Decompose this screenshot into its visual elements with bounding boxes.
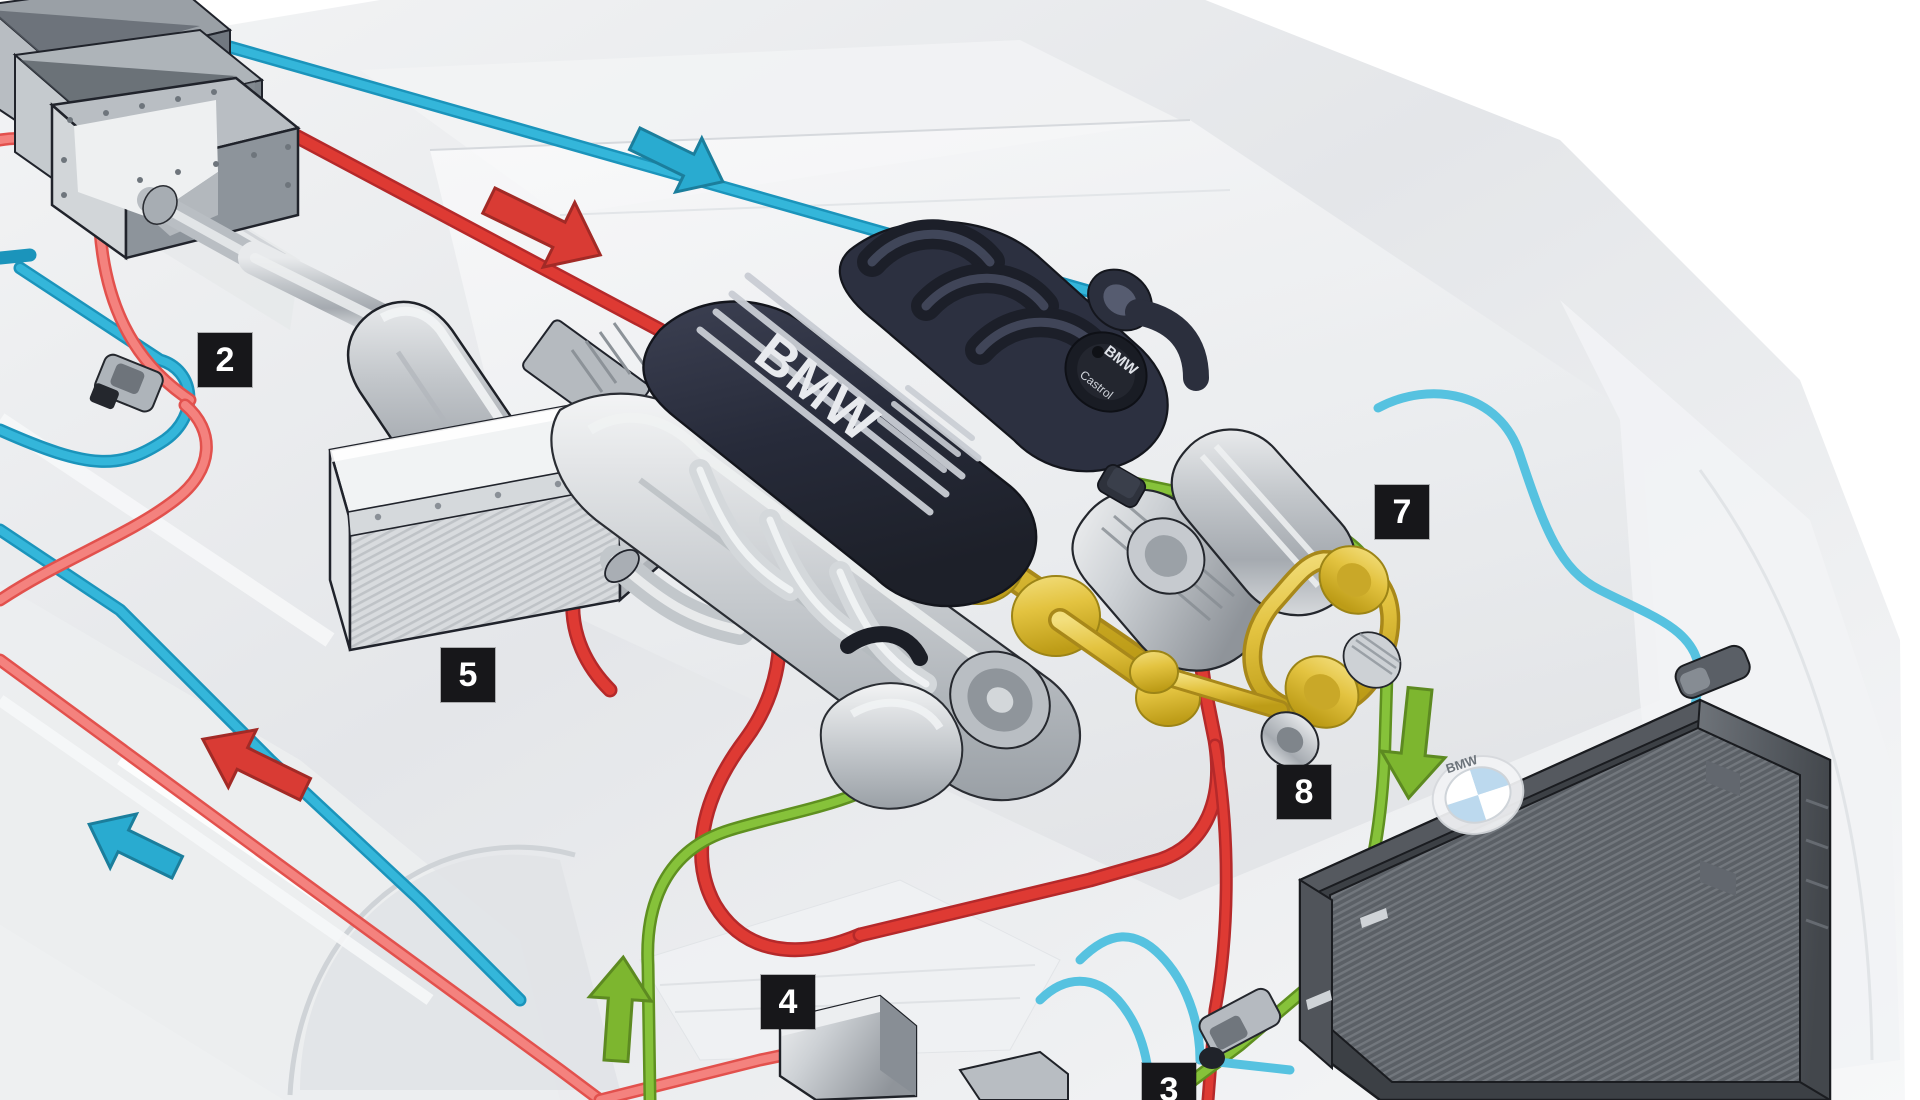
callout-2[interactable]: 2 bbox=[198, 333, 252, 387]
sensor-fitting-top bbox=[1106, 467, 1141, 499]
coolant-hose-black bbox=[840, 626, 928, 666]
intake-manifold bbox=[838, 219, 1209, 473]
pulley-ribbed bbox=[1342, 631, 1402, 689]
accessory-cylinder bbox=[1260, 711, 1320, 769]
control-module-box bbox=[958, 1050, 1069, 1100]
valve-cover-cap bbox=[1092, 346, 1104, 358]
callout-2-label: 2 bbox=[215, 340, 235, 379]
callout-5-label: 5 bbox=[458, 655, 478, 694]
radiator bbox=[1297, 644, 1832, 1100]
alternator bbox=[1071, 488, 1264, 672]
callout-5[interactable]: 5 bbox=[441, 648, 495, 702]
exhaust-heat-exchanger bbox=[0, 0, 301, 261]
arrow-red-right-top bbox=[480, 185, 603, 270]
callout-3[interactable]: 3 bbox=[1142, 1063, 1196, 1100]
flow-arrows bbox=[87, 125, 1449, 1064]
radiator-inlet-neck bbox=[1674, 644, 1751, 699]
belt-drive bbox=[1242, 545, 1402, 729]
pipe-lightblue-right-loop bbox=[1373, 389, 1705, 685]
arrow-red-up-left bbox=[200, 727, 313, 803]
heat-exchanger-front-plate bbox=[49, 76, 301, 261]
bmw-roundel-badge: BMW bbox=[1431, 752, 1525, 835]
coolant-valve-upper-left bbox=[89, 353, 164, 413]
callout-4[interactable]: 4 bbox=[761, 975, 815, 1029]
wheel-arch-left bbox=[300, 854, 620, 1090]
cover-ribs bbox=[696, 272, 982, 516]
arrow-green-up bbox=[586, 954, 655, 1064]
auxiliary-coolant-pump bbox=[778, 994, 918, 1100]
callout-7-label: 7 bbox=[1392, 492, 1412, 531]
accessory-drive bbox=[1071, 428, 1402, 769]
arrow-green-down bbox=[1378, 685, 1449, 801]
headlight-left bbox=[639, 879, 1061, 1061]
oil-filler-cap: BMW Castrol bbox=[1064, 331, 1148, 413]
callout-4-label: 4 bbox=[778, 982, 798, 1021]
callout-8-label: 8 bbox=[1294, 772, 1314, 811]
callout-7[interactable]: 7 bbox=[1375, 485, 1429, 539]
engine-cover: BMW bbox=[642, 272, 1038, 608]
belt-tensioner bbox=[1129, 650, 1290, 720]
air-inlet-pipe bbox=[1125, 299, 1209, 391]
callout-8[interactable]: 8 bbox=[1277, 765, 1331, 819]
coolant-valve-lower bbox=[1198, 987, 1282, 1069]
arrow-cyan-up-left bbox=[87, 811, 185, 881]
pipe-lightblue-bottom bbox=[1075, 932, 1205, 1065]
pipe-cyan-left-run bbox=[0, 248, 37, 265]
callout-3-label: 3 bbox=[1159, 1070, 1179, 1100]
arrow-cyan-right-top bbox=[627, 125, 725, 195]
crank-pulley bbox=[949, 650, 1051, 750]
coolant-modules bbox=[89, 353, 1282, 1100]
exhaust-flange bbox=[142, 185, 178, 225]
engine-assembly: BMW bbox=[550, 219, 1209, 810]
